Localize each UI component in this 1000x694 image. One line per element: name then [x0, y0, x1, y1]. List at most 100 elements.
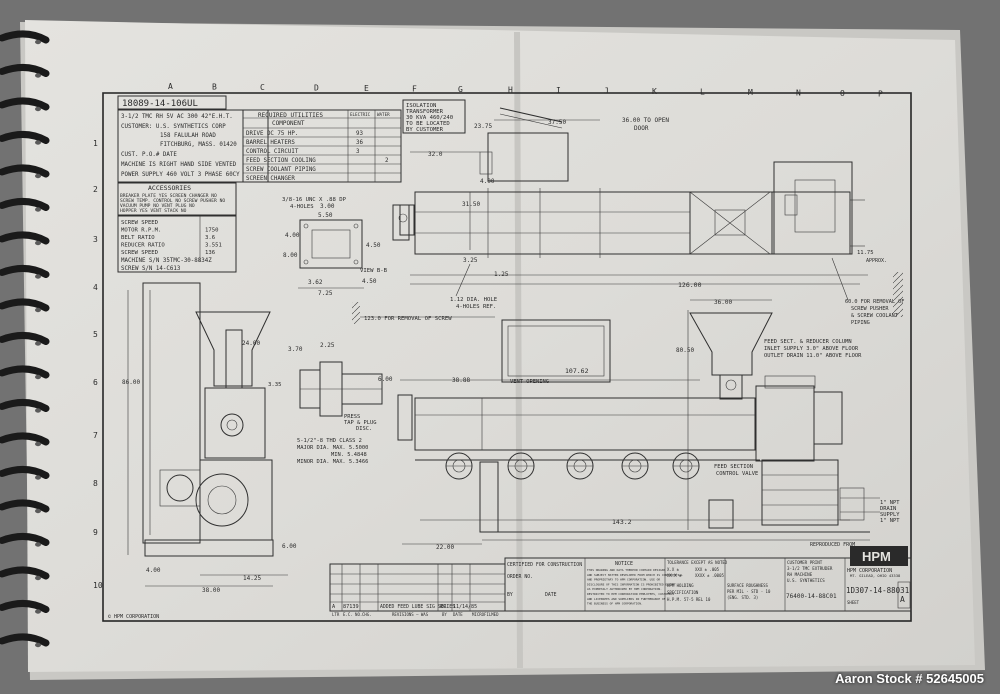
spiral-ring	[0, 432, 50, 446]
press-note-0: PRESS	[344, 414, 360, 420]
column-letter: I	[556, 86, 561, 95]
dim-86-00: 86.00	[122, 379, 140, 386]
dim-4-50-b: 4.50	[362, 278, 377, 285]
binding-hole	[35, 140, 41, 145]
column-letter: F	[412, 85, 417, 94]
spec-line-1: CUSTOMER: U.S. SYNTHETICS CORP	[121, 124, 226, 130]
spiral-ring	[0, 231, 50, 245]
dim-38-00: 38.00	[202, 587, 220, 594]
drain-note-0: 1" NPT	[880, 500, 900, 506]
hpm-spec: H.P.M. 57-5 REL 10	[667, 597, 711, 602]
dim-8-00: 8.00	[283, 252, 298, 259]
holes-note-0: 3/8-16 UNC X .88 DP	[282, 197, 347, 203]
spiral-ring	[0, 64, 50, 77]
utility-name: DRIVE DC 75 HP.	[246, 131, 298, 137]
spiral-binding	[0, 30, 50, 648]
view-bb-label: VIEW B-B	[360, 268, 388, 274]
row-number: 2	[93, 185, 98, 194]
binding-hole	[35, 374, 41, 380]
tol-line-0: X.X ±	[667, 567, 680, 572]
dim-37-50: 37.50	[548, 119, 566, 126]
dia-hole-note-1: 4-HOLES REF.	[456, 304, 496, 310]
company-sub: MT. GILEAD, OHIO 43338	[850, 573, 901, 578]
supply-note-0: 1" NPT	[880, 518, 900, 524]
surface-0: SURFACE ROUGHNESS	[727, 583, 769, 588]
isolation-line-1: TRANSFORMER	[406, 109, 444, 115]
holes-note-1: 4-HOLES	[290, 204, 314, 210]
press-note-2: DISC.	[356, 426, 372, 432]
column-letter: P	[878, 90, 883, 99]
row-number: 9	[93, 528, 98, 537]
binding-hole	[35, 341, 41, 346]
dim-107-62: 107.62	[565, 367, 589, 375]
drawing-number-box: 18089-14-106UL	[117, 95, 227, 110]
drawing-number-text: 18089-14-106UL	[122, 99, 198, 109]
dim-3-25: 3.25	[463, 257, 478, 264]
notice-line: AND LICENSEES AND SUPPLIERS IN FURTHERAN…	[587, 597, 666, 601]
column-letter: M	[748, 88, 753, 97]
isolation-line-2: 30 KVA 460/240	[406, 115, 453, 121]
final-drawing-number: 1D307-14-88031	[846, 586, 909, 595]
utility-name: CONTROL CIRCUIT	[246, 149, 299, 155]
flange-view-bb: 3/8-16 UNC X .88 DP 4-HOLES 3.00 5.50 4.…	[282, 197, 410, 297]
row-number: 10	[93, 581, 103, 590]
utilities-table: REQUIRED UTILITIES ELECTRIC WATER COMPON…	[242, 109, 402, 183]
binding-hole	[35, 475, 41, 480]
sheet-label: SHEET	[847, 600, 860, 605]
surface-1: PER MIL - STD - 10	[727, 589, 771, 594]
spiral-ring	[0, 499, 50, 513]
press-note-1: TAP & PLUG	[344, 420, 376, 426]
binding-hole	[35, 542, 41, 547]
spec-line-5: MACHINE IS RIGHT HAND SIDE VENTED	[121, 162, 237, 168]
dim-4-00-b: 4.00	[285, 232, 300, 239]
thread-note-3: MINOR DIA. MAX. 5.3466	[297, 459, 368, 465]
motor	[761, 459, 839, 526]
flange-plate	[299, 219, 363, 269]
dim-38-88: 38.88	[452, 377, 470, 384]
vent-opening-label: VENT OPENING	[510, 379, 549, 385]
notice-line: AS EXPRESSLY AUTHORIZED BY HPM CORPORATI…	[587, 587, 662, 591]
dim-126-00: 126.00	[678, 281, 702, 289]
removal-notes: 123.0 FOR REMOVAL OF SCREW 1.12 DIA. HOL…	[352, 263, 498, 324]
page-fold	[514, 31, 523, 669]
column-letter: E	[364, 84, 369, 93]
spec-line-0: 3-1/2 TMC RH 5V AC 300 42"E.H.T.	[121, 114, 233, 120]
plan-dimensions: 23.75 37.50 36.00 TO OPEN DOOR 32.0 4.00…	[410, 117, 904, 326]
perf-label: REDUCER RATIO	[121, 243, 165, 249]
rev-h-chg: CHG.	[362, 612, 372, 617]
notice-title: NOTICE	[615, 561, 633, 567]
notice-line: DISCLOSURE OF THIS INFORMATION IS PROHIB…	[587, 582, 676, 586]
rev-letter-final: A	[900, 595, 905, 604]
rev-description: ADDED FEED LUBE SIG SERIES	[380, 604, 455, 610]
drawing-border	[102, 92, 912, 622]
drawing-number: 76400-14-88C01	[786, 593, 837, 600]
machine-serial: MACHINE S/N 35TMC-30-8834Z	[121, 258, 212, 264]
dim-23-75: 23.75	[474, 123, 492, 130]
utility-electric: 3	[356, 149, 360, 155]
rev-date: 11/14/85	[453, 604, 477, 610]
column-letter: O	[840, 89, 845, 98]
accessory-line-3: HOPPER YES VENT STACK NO	[120, 208, 187, 214]
die-detail: 3.70 2.25 3.35 6.00 PRESS TAP & PLUG DIS…	[268, 342, 393, 465]
dim-31-50: 31.50	[462, 201, 480, 208]
supply-note-1: SUPPLY	[880, 512, 900, 518]
column-letter: K	[652, 87, 657, 96]
rev-h-by: BY	[442, 612, 447, 617]
notice-line: AND SUBJECT MATTER DEVELOPED FROM WHICH …	[587, 573, 683, 577]
spec-line-3: FITCHBURG, MASS. 01420	[160, 142, 237, 148]
dim-3-70: 3.70	[288, 346, 303, 353]
dim-24-00: 24.00	[242, 340, 260, 347]
accessory-line-0: BREAKER PLATE YES SCREEN CHANGER NO	[120, 193, 217, 199]
utility-name: FEED SECTION COOLING	[246, 158, 316, 164]
dim-14-25: 14.25	[243, 575, 261, 582]
row-number: 7	[93, 431, 98, 440]
binding-hole	[35, 609, 41, 614]
rev-by: RC	[440, 604, 446, 610]
tol-line-2: XXX ± .005	[695, 567, 720, 572]
dim-22-00: 22.00	[436, 544, 454, 551]
rev-ec-no: 87139	[343, 604, 359, 610]
dim-4-50-a: 4.50	[366, 242, 381, 249]
